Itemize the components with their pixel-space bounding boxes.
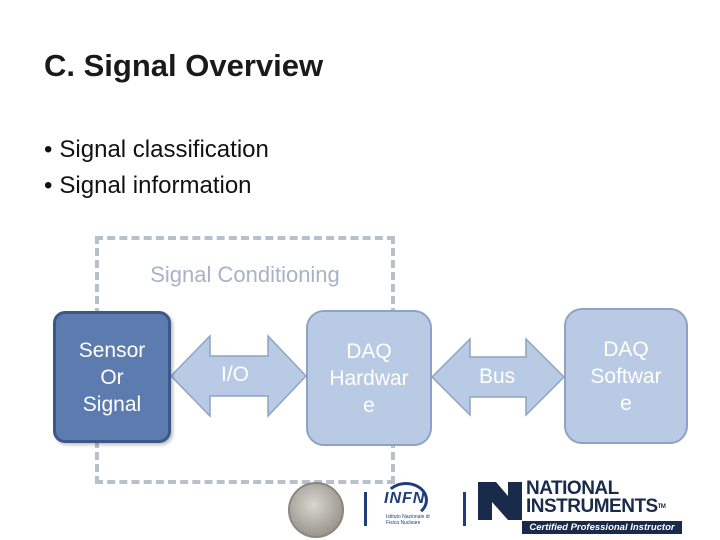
daq-software-node: DAQ Softwar e (564, 308, 688, 444)
infn-wordmark: INFN (384, 490, 426, 507)
sensor-node: Sensor Or Signal (53, 311, 171, 443)
national-instruments-logo: NATIONAL INSTRUMENTSTM Certified Profess… (478, 478, 682, 536)
logo-separator (463, 492, 466, 526)
bullet-text: Signal classification (59, 136, 269, 163)
ni-eagle-icon (478, 482, 522, 520)
ni-certified-badge: Certified Professional Instructor (522, 521, 682, 534)
university-seal-logo (288, 482, 344, 538)
slide-title: C. Signal Overview (44, 48, 324, 83)
sensor-label: Sensor Or Signal (78, 338, 146, 416)
logo-separator (364, 492, 367, 526)
signal-conditioning-label: Signal Conditioning (120, 262, 370, 288)
ni-trademark: TM (657, 504, 666, 510)
daq-hardware-node: DAQ Hardwar e (306, 310, 432, 446)
infn-ring-icon (384, 482, 428, 518)
infn-tagline: Istituto Nazionale di Fisica Nucleare (386, 514, 430, 526)
bullet-item: •Signal information (44, 168, 269, 204)
io-label: I/O (221, 363, 250, 386)
daq-software-label: DAQ Softwar e (590, 337, 662, 415)
bullet-marker: • (44, 136, 53, 163)
bullet-item: •Signal classification (44, 132, 269, 168)
bus-label: Bus (479, 365, 516, 388)
bullet-list: •Signal classification •Signal informati… (44, 132, 269, 204)
daq-hardware-label: DAQ Hardwar e (329, 339, 409, 417)
bullet-marker: • (44, 172, 53, 199)
bullet-text: Signal information (59, 172, 252, 199)
infn-logo: INFN Istituto Nazionale di Fisica Nuclea… (378, 478, 434, 534)
ni-wordmark: NATIONAL INSTRUMENTSTM (526, 478, 666, 517)
ni-wordmark-text: NATIONAL INSTRUMENTS (526, 478, 658, 517)
